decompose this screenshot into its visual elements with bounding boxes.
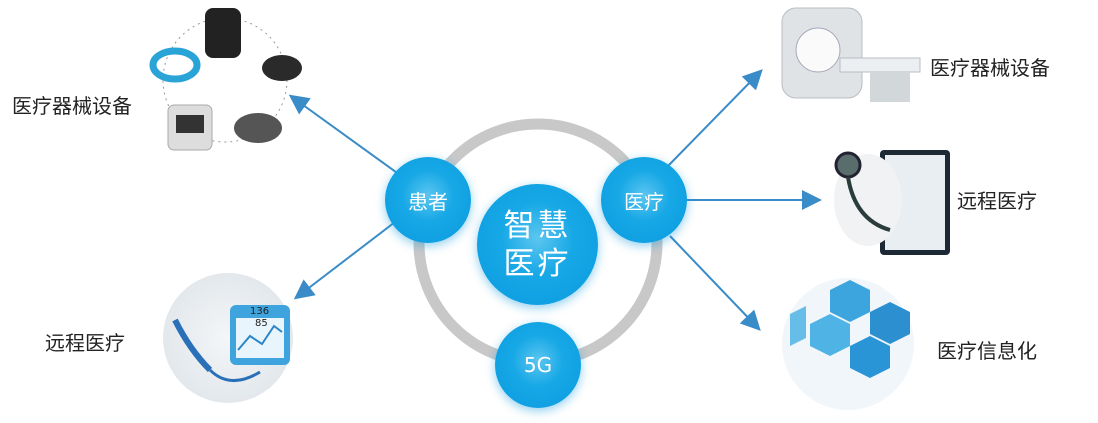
center-line-1: 智慧 bbox=[503, 207, 572, 244]
node-medical: 医疗 bbox=[601, 157, 687, 243]
label-right-devices: 医疗器械设备 bbox=[930, 56, 1050, 80]
node-patient: 患者 bbox=[385, 157, 471, 243]
remote-monitor-image: 136 85 bbox=[163, 273, 293, 403]
monitor-reading-top: 136 bbox=[250, 306, 269, 317]
medical-info-image bbox=[782, 278, 914, 410]
arrow-to-left-devices bbox=[288, 94, 401, 176]
arrow-to-right-devices bbox=[667, 69, 763, 167]
arrow-to-left-remote bbox=[293, 221, 396, 300]
doctor-image bbox=[834, 150, 950, 255]
monitor-reading-bottom: 85 bbox=[255, 318, 268, 329]
center-line-2: 医疗 bbox=[503, 245, 572, 282]
node-medical-label: 医疗 bbox=[624, 189, 664, 214]
node-patient-label: 患者 bbox=[408, 189, 448, 214]
node-5g-label: 5G bbox=[523, 353, 553, 377]
label-left-remote: 远程医疗 bbox=[45, 331, 125, 355]
node-5g: 5G bbox=[495, 322, 581, 408]
wearables-image bbox=[149, 8, 302, 151]
arrow-to-right-info bbox=[669, 235, 761, 331]
label-left-devices: 医疗器械设备 bbox=[12, 94, 132, 118]
mri-machine-image bbox=[781, 7, 921, 102]
label-right-informatization: 医疗信息化 bbox=[937, 339, 1037, 363]
label-right-remote: 远程医疗 bbox=[957, 189, 1037, 213]
center-node-smart-healthcare: 智慧 医疗 bbox=[477, 184, 598, 305]
